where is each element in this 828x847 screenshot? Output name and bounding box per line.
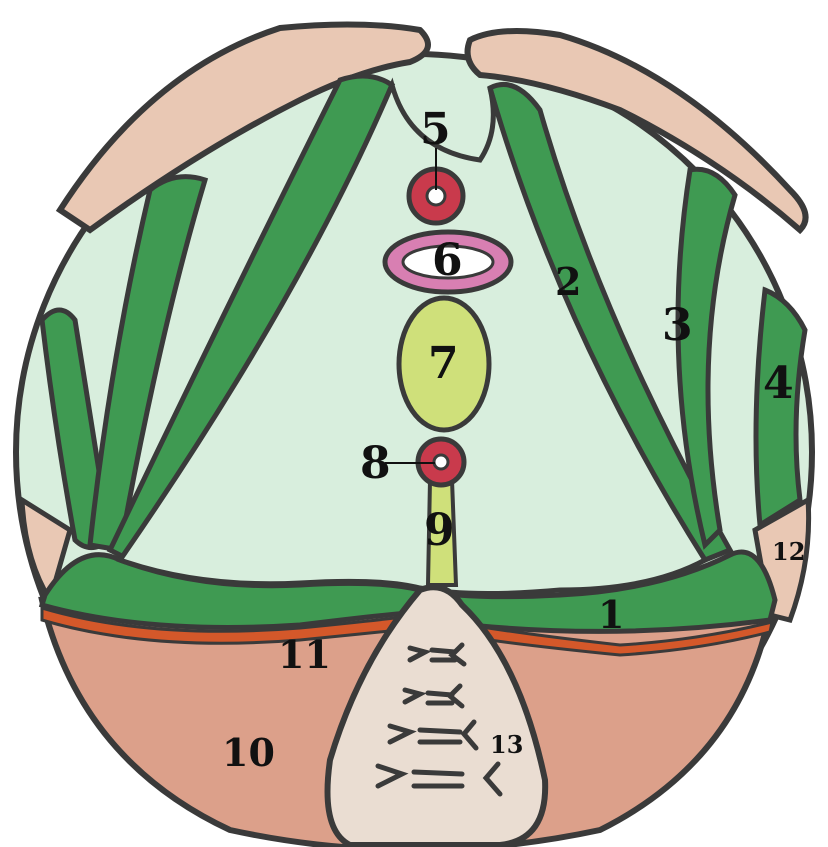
label-8: 8 bbox=[360, 438, 391, 489]
label-9: 9 bbox=[424, 505, 455, 556]
label-12: 12 bbox=[772, 537, 805, 566]
label-2: 2 bbox=[555, 259, 581, 304]
anus-lumen bbox=[434, 455, 448, 469]
label-5: 5 bbox=[420, 104, 451, 155]
label-11: 11 bbox=[278, 632, 331, 677]
label-4: 4 bbox=[763, 358, 794, 409]
label-1: 1 bbox=[598, 592, 624, 637]
label-13: 13 bbox=[490, 730, 523, 759]
label-3: 3 bbox=[662, 300, 693, 351]
label-6: 6 bbox=[432, 235, 463, 286]
label-7: 7 bbox=[428, 338, 459, 389]
label-10: 10 bbox=[222, 730, 275, 775]
